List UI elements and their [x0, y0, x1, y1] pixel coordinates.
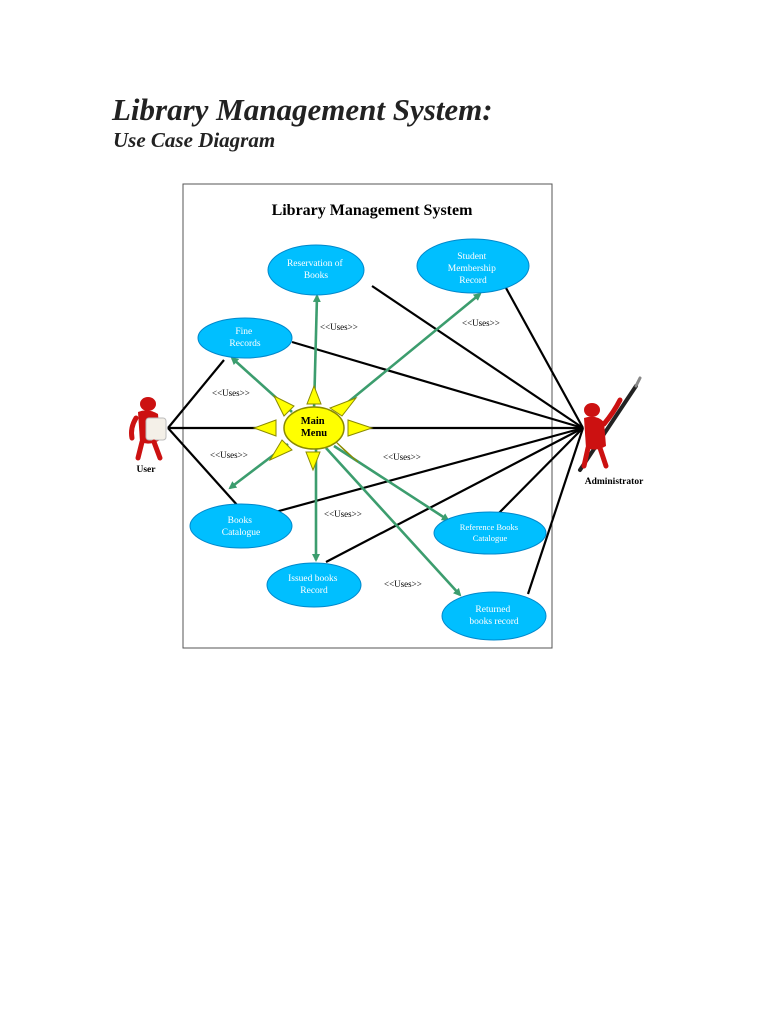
- uses-label: <<Uses>>: [320, 322, 358, 332]
- main-menu-ellipse: [283, 406, 345, 450]
- uses-label: <<Uses>>: [212, 388, 250, 398]
- document-subtitle: Use Case Diagram: [113, 128, 276, 152]
- use-case-returned-books: Returned books record: [441, 591, 547, 641]
- main-menu-label: Main Menu: [301, 416, 328, 439]
- svg-text:Returned books record: Returned books record: [469, 605, 519, 627]
- assoc-admin-issued: [325, 427, 584, 563]
- system-title: Library Management System: [272, 202, 474, 219]
- svg-text:Books Catalogue: Books Catalogue: [222, 516, 261, 538]
- svg-text:Issued books Record: Issued books Record: [288, 574, 340, 596]
- svg-text:Fine Records: Fine Records: [229, 327, 260, 349]
- uses-arrow-returned: [325, 447, 462, 597]
- use-case-books-catalogue: Books Catalogue: [189, 503, 293, 549]
- uses-label: <<Uses>>: [383, 452, 421, 462]
- assoc-user-catalogue: [167, 427, 239, 507]
- uses-arrow-membership: [335, 292, 482, 414]
- assoc-user-fine: [167, 359, 225, 429]
- user-actor-label: User: [137, 465, 157, 475]
- use-case-issued-books: Issued books Record: [266, 562, 362, 608]
- uses-label: <<Uses>>: [462, 318, 500, 328]
- svg-text:Student Membership: Student Membership Record: [448, 252, 498, 286]
- assoc-admin-fine: [291, 340, 584, 430]
- uses-labels: <<Uses>> <<Uses>> <<Uses>> <<Uses>> <<Us…: [210, 318, 500, 589]
- uses-label: <<Uses>>: [384, 579, 422, 589]
- user-actor-icon: [129, 397, 167, 461]
- main-menu-rays: [252, 384, 374, 472]
- use-case-reference-catalogue: Reference Books Catalogue: [433, 511, 547, 555]
- assoc-admin-membership: [505, 287, 584, 429]
- svg-text:Reference Books Catalogu: Reference Books Catalogue: [460, 522, 520, 543]
- use-case-student-membership: Student Membership Record: [416, 238, 530, 294]
- assoc-admin-reservation: [371, 285, 584, 429]
- uses-label: <<Uses>>: [210, 450, 248, 460]
- document-title: Library Management System:: [112, 92, 493, 127]
- association-lines: [167, 285, 585, 595]
- administrator-actor-label: Administrator: [585, 477, 644, 487]
- svg-text:Reservation of Books: Reservation of Books: [287, 258, 345, 281]
- assoc-admin-catalogue: [267, 426, 584, 516]
- use-case-fine-records: Fine Records: [197, 317, 293, 359]
- use-case-reservation: Reservation of Books: [267, 244, 365, 296]
- assoc-admin-returned: [526, 427, 585, 595]
- administrator-actor-icon: [578, 376, 642, 472]
- uses-label: <<Uses>>: [324, 509, 362, 519]
- assoc-admin-reference: [495, 427, 584, 517]
